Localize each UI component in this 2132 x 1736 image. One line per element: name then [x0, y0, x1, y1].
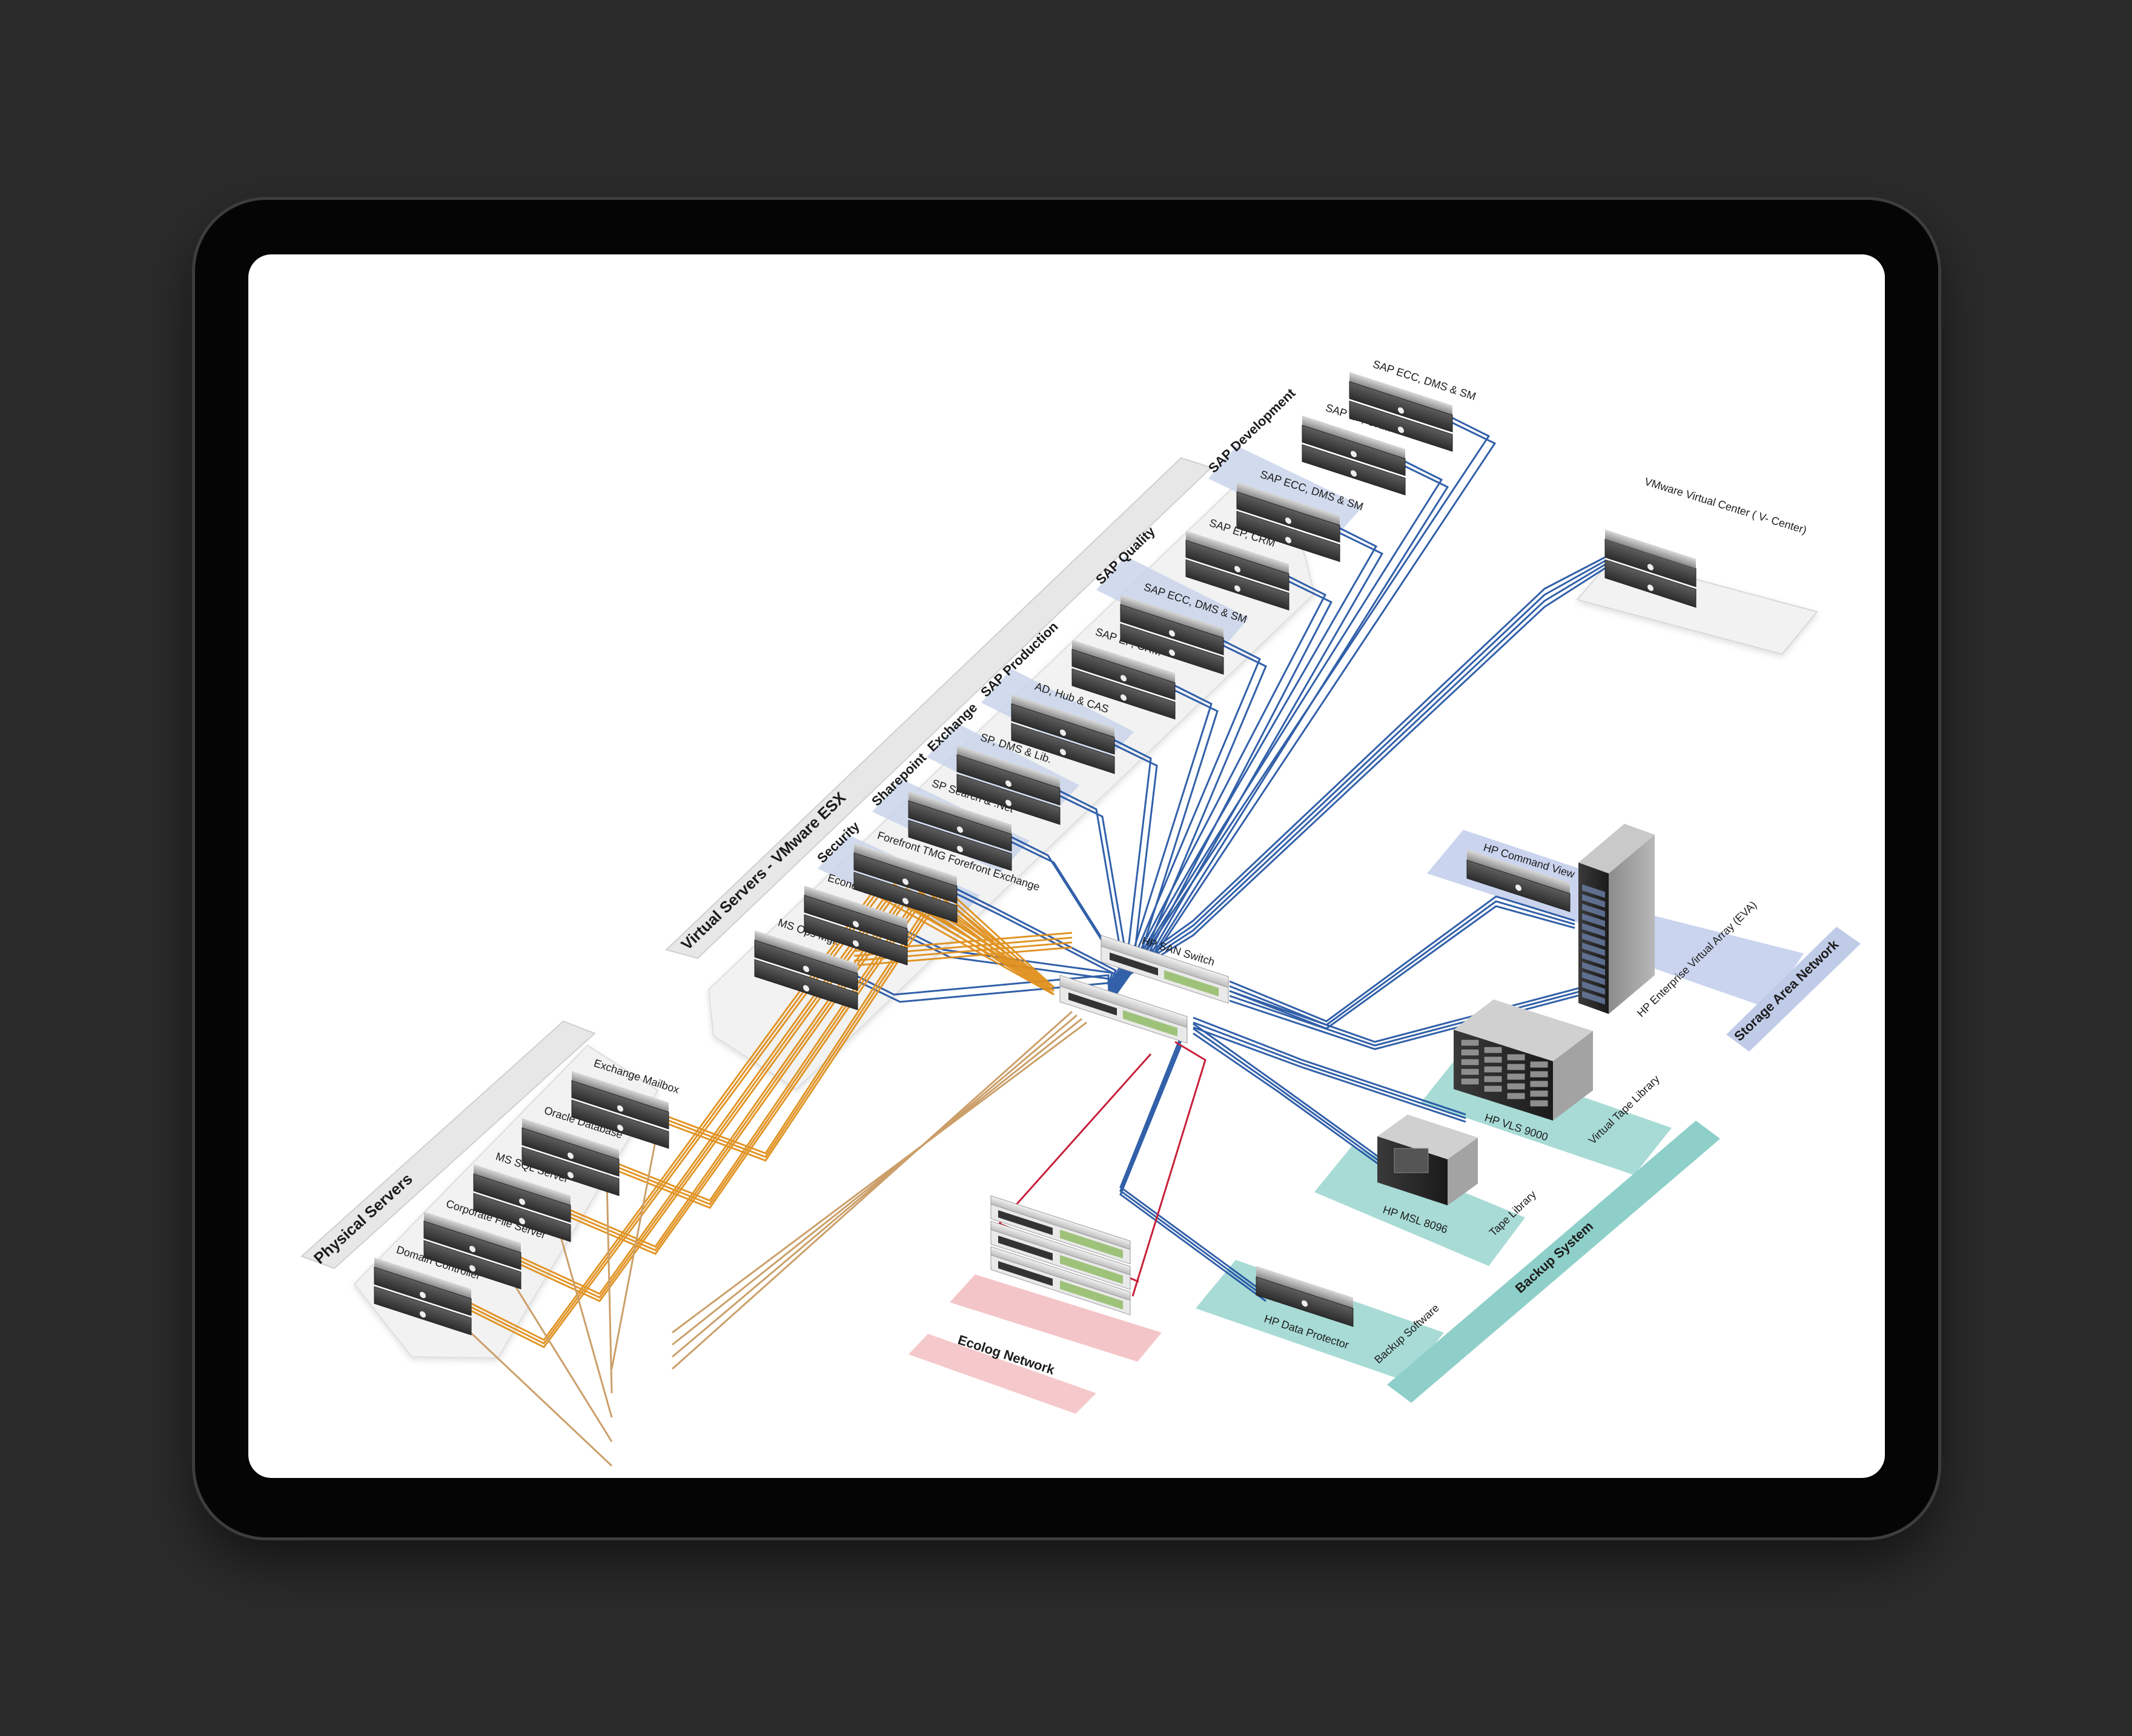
msl-panel	[1314, 1146, 1525, 1266]
ecolog-switch-0[interactable]	[990, 1195, 1131, 1265]
copper-cables	[458, 883, 1087, 1467]
eva-panel	[1607, 912, 1804, 1008]
san-switch[interactable]: HP SAN Switch	[1059, 935, 1229, 1044]
backup-system-zone: Backup System	[1196, 1054, 1720, 1403]
data-protector-panel	[1196, 1260, 1444, 1381]
ecolog-network-band	[909, 1334, 1096, 1414]
backup-system-band	[1387, 1121, 1720, 1403]
backup-system-label: Backup System	[1512, 1218, 1596, 1296]
ecolog-switch-2[interactable]	[990, 1246, 1131, 1316]
tablet-frame: Virtual Servers - VMware ESX Physical Se…	[195, 200, 1938, 1537]
ecolog-switch-1[interactable]	[990, 1221, 1131, 1290]
physical-servers-title-band	[300, 1020, 596, 1270]
msl-tape-library[interactable]: HP MSL 8096 Tape Library	[1377, 1115, 1538, 1239]
virtual-servers-title-band	[665, 457, 1213, 959]
tablet-screen: Virtual Servers - VMware ESX Physical Se…	[248, 254, 1885, 1478]
ecolog-panel	[950, 1274, 1162, 1362]
storage-area-network-band	[1726, 927, 1861, 1052]
virtual-server-list: MS Ops Mgr.Econet & J2EEForefront TMG Fo…	[754, 358, 1477, 1010]
vcenter-label: VMware Virtual Center ( V- Center)	[1643, 475, 1808, 537]
network-diagram: Virtual Servers - VMware ESX Physical Se…	[300, 358, 1861, 1467]
ecolog-switch-stack[interactable]	[990, 1195, 1131, 1316]
ecolog-network-zone: Ecolog Network	[909, 1274, 1162, 1414]
virtual-server-8[interactable]: SAP EP, CRM	[1185, 517, 1289, 611]
